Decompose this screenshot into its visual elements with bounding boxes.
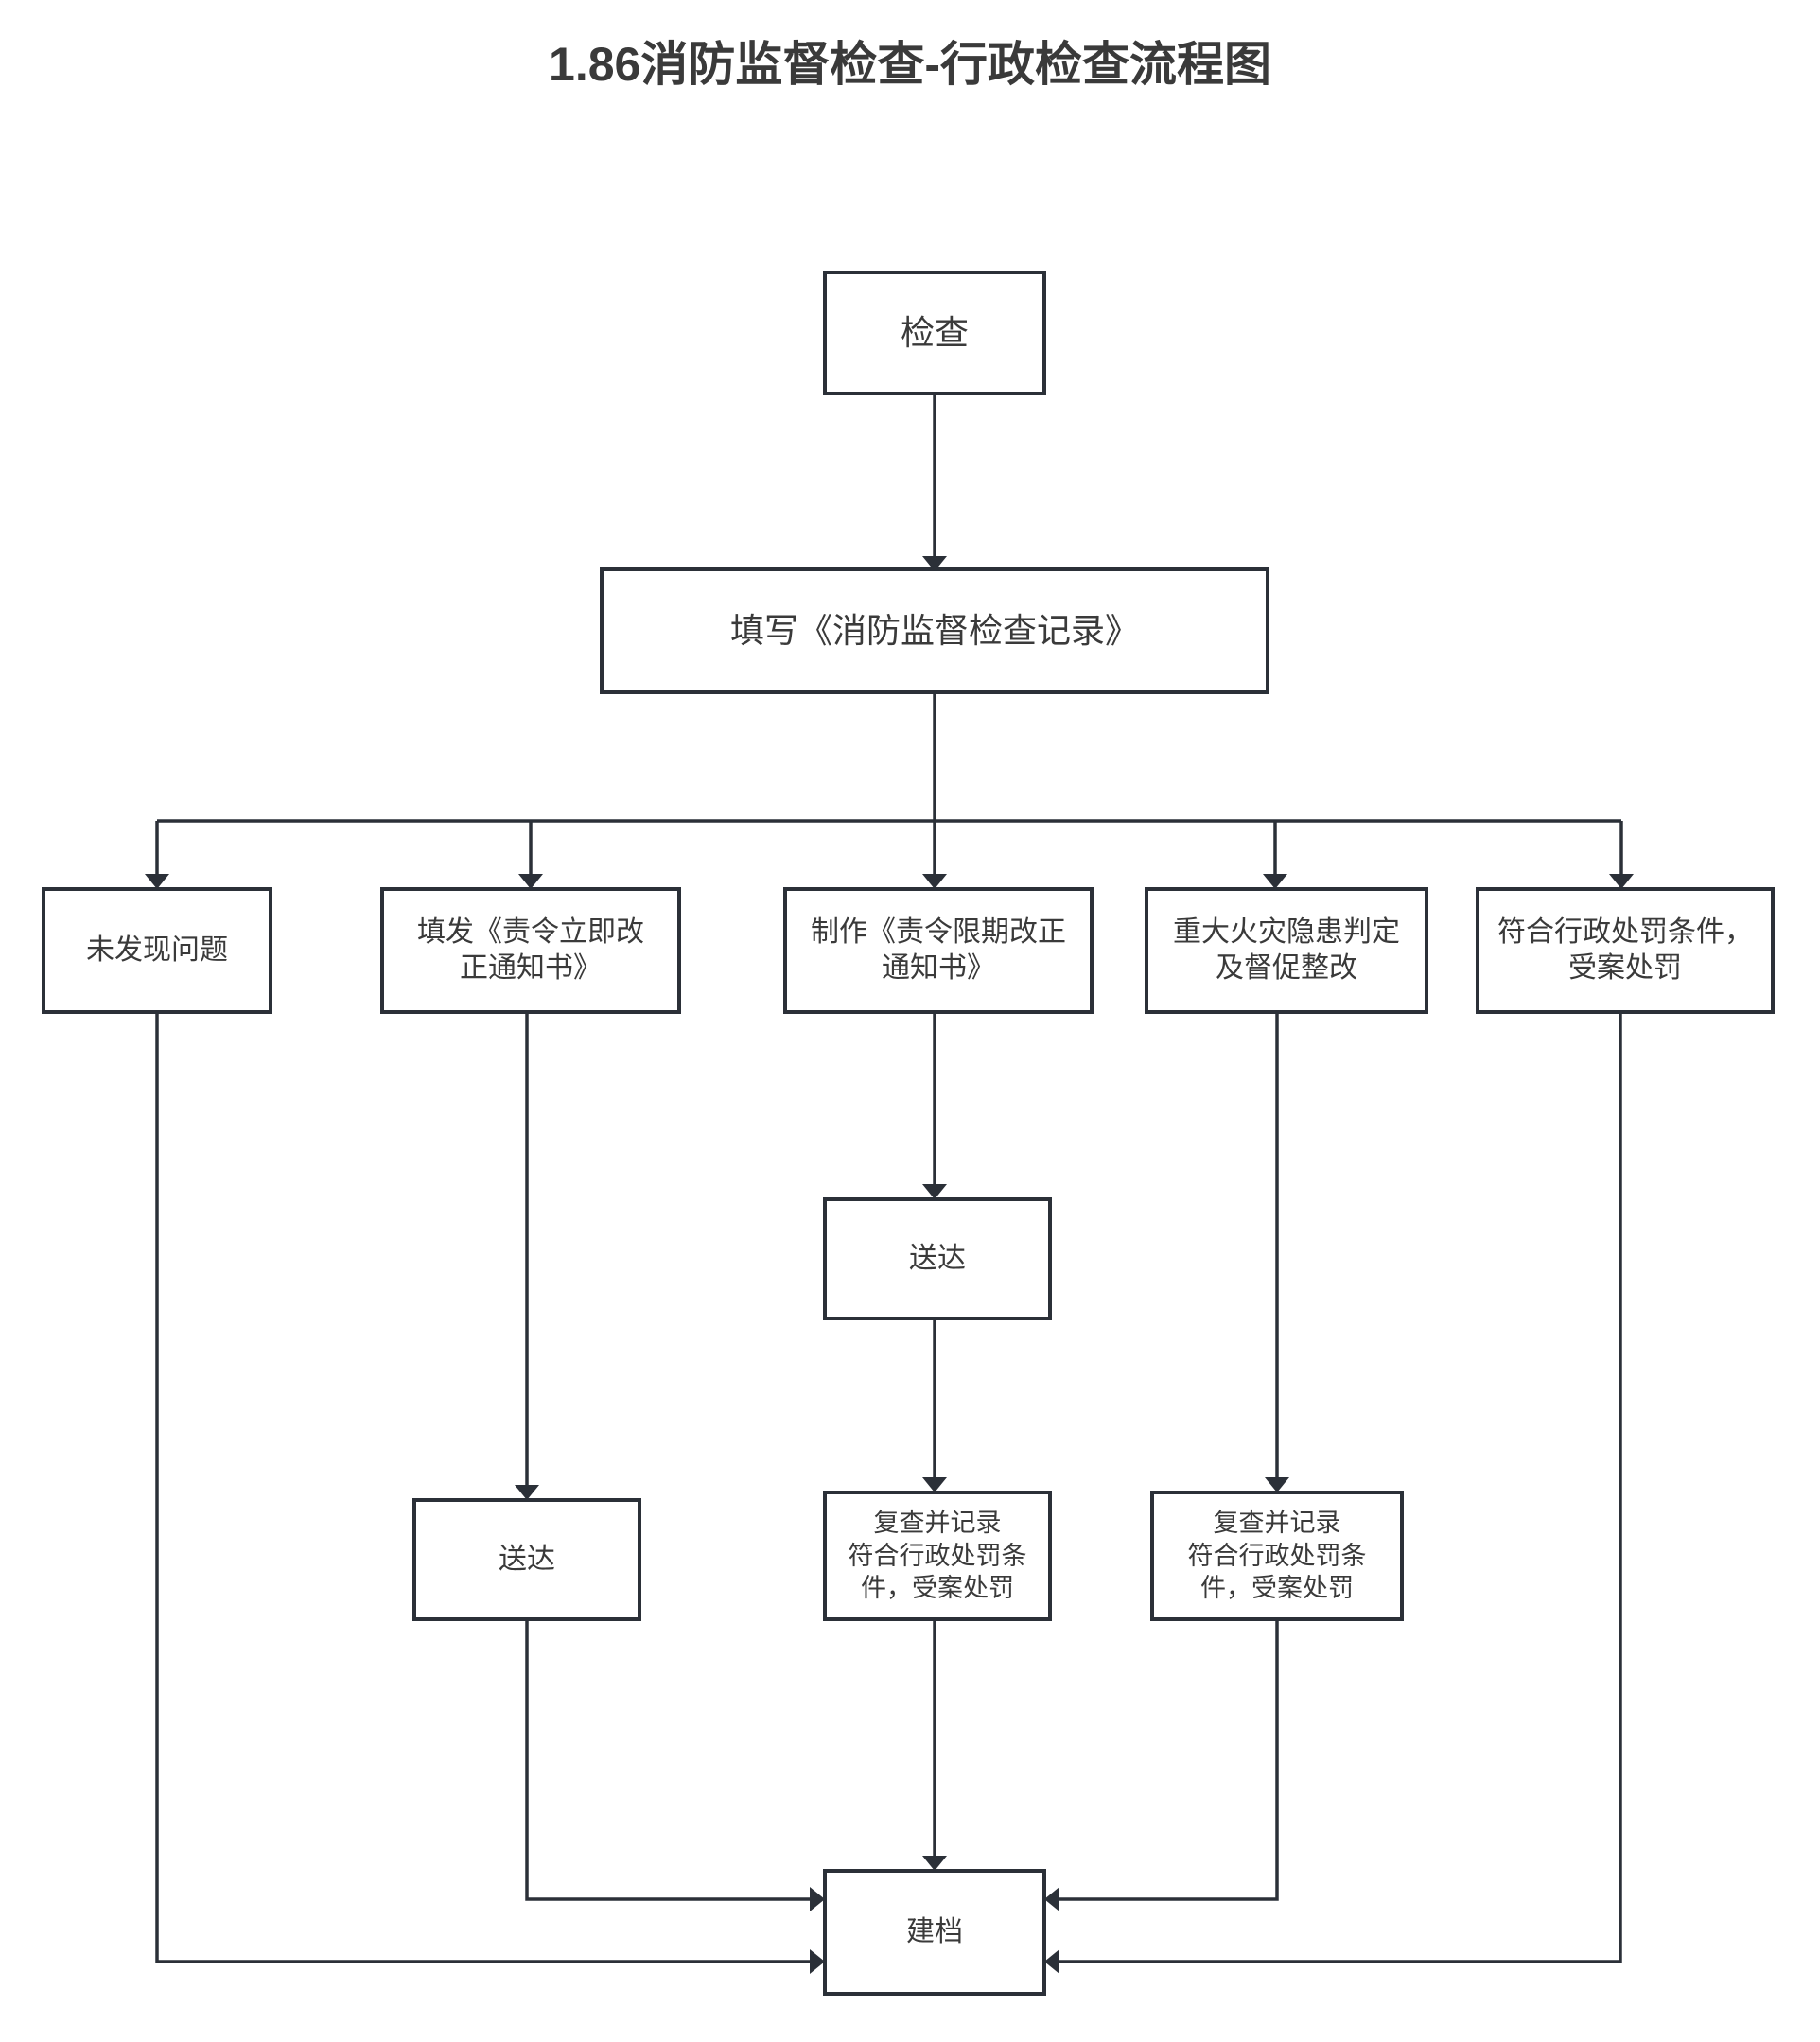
node-recheck-mid[interactable] xyxy=(823,1491,1052,1621)
arrowhead-icon xyxy=(1044,1887,1059,1911)
edge-penalty-to-archive xyxy=(1059,1012,1622,1963)
connector-layer xyxy=(145,393,1634,1974)
node-no-issue-found[interactable] xyxy=(42,887,272,1014)
page-title: 1.86消防监督检查-行政检查流程图 xyxy=(549,38,1271,91)
node-archive[interactable] xyxy=(823,1869,1046,1996)
arrowhead-icon xyxy=(810,1949,825,1974)
edge-recheck-right-to-archive xyxy=(1059,1619,1279,1901)
arrowhead-icon xyxy=(810,1887,825,1911)
node-immediate-correction[interactable] xyxy=(380,887,681,1014)
edge-no-issue-to-archive xyxy=(155,1012,810,1963)
arrowhead-icon xyxy=(922,1184,947,1199)
arrowhead-icon xyxy=(145,874,169,889)
arrowhead-icon xyxy=(922,1856,947,1871)
node-serve-mid[interactable] xyxy=(823,1197,1052,1320)
arrowhead-icon xyxy=(1265,1477,1289,1492)
arrowhead-icon xyxy=(922,1477,947,1492)
arrowhead-icon xyxy=(515,1485,539,1500)
arrowhead-icon xyxy=(1263,874,1287,889)
arrowhead-icon xyxy=(518,874,543,889)
node-deadline-correction[interactable] xyxy=(783,887,1094,1014)
node-penalty-conditions[interactable] xyxy=(1476,887,1775,1014)
node-major-fire-hazard[interactable] xyxy=(1145,887,1428,1014)
arrowhead-icon xyxy=(922,874,947,889)
edge-serve-left-to-archive xyxy=(525,1619,810,1901)
node-recheck-right[interactable] xyxy=(1150,1491,1404,1621)
arrowhead-icon xyxy=(922,556,947,571)
node-serve-left[interactable] xyxy=(412,1498,641,1621)
arrowhead-icon xyxy=(1044,1949,1059,1974)
node-layer xyxy=(42,271,1775,1996)
node-fill-record[interactable] xyxy=(600,567,1269,694)
node-inspection[interactable] xyxy=(823,271,1046,395)
arrowhead-icon xyxy=(1609,874,1634,889)
